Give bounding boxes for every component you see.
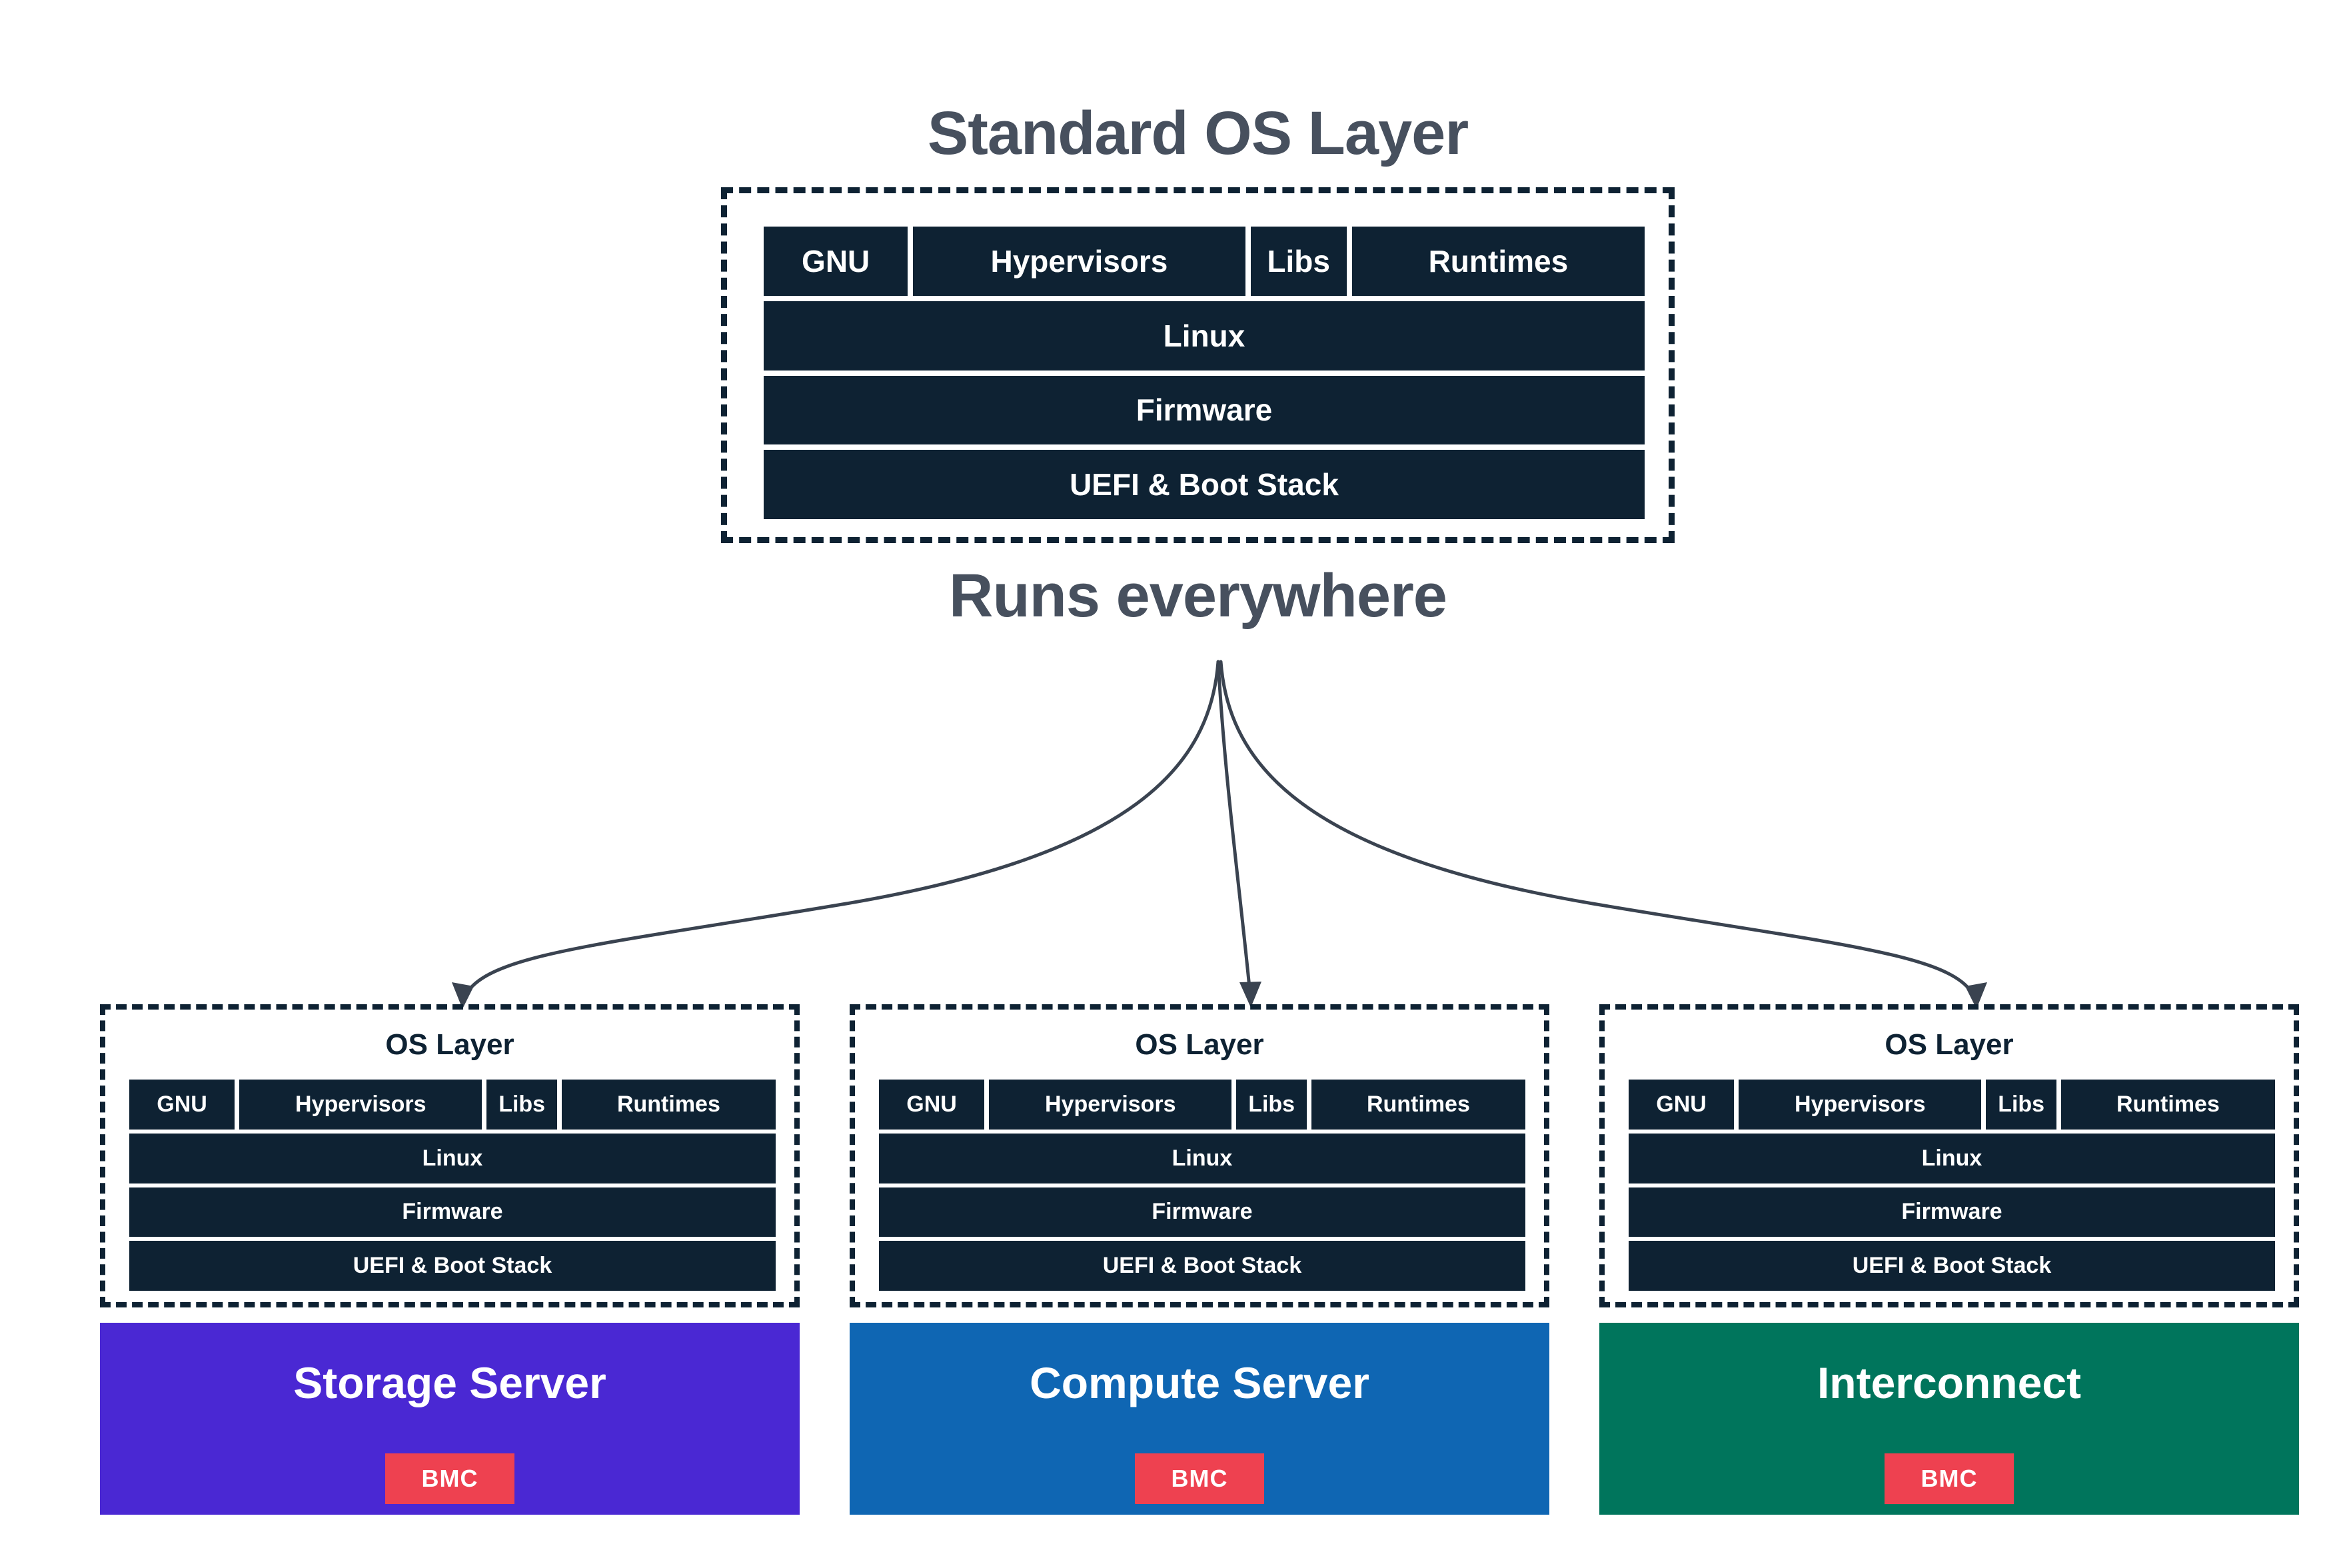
cell-gnu: GNU <box>764 227 908 296</box>
cell-hypervisors: Hypervisors <box>1739 1080 1982 1130</box>
cell-runtimes: Runtimes <box>1351 227 1645 296</box>
cell-uefi-boot-stack: UEFI & Boot Stack <box>879 1241 1525 1291</box>
cell-libs: Libs <box>486 1080 557 1130</box>
interconnect-box: Interconnect BMC <box>1599 1323 2299 1515</box>
cell-runtimes: Runtimes <box>561 1080 776 1130</box>
os-layer-heading: OS Layer <box>1885 1028 2014 1061</box>
cell-runtimes: Runtimes <box>2060 1080 2275 1130</box>
cell-firmware: Firmware <box>879 1187 1525 1237</box>
cell-linux: Linux <box>1629 1133 2275 1183</box>
os-layer-box-storage: OS Layer GNU Hypervisors Libs Runtimes L… <box>100 1004 800 1307</box>
cell-libs: Libs <box>1236 1080 1307 1130</box>
os-layer-box-interconnect: OS Layer GNU Hypervisors Libs Runtimes L… <box>1599 1004 2299 1307</box>
bmc-badge: BMC <box>1135 1453 1264 1504</box>
server-title: Compute Server <box>1030 1358 1369 1407</box>
cell-gnu: GNU <box>1629 1080 1735 1130</box>
cell-libs: Libs <box>1986 1080 2056 1130</box>
cell-linux: Linux <box>764 301 1645 371</box>
bmc-badge: BMC <box>385 1453 514 1504</box>
cell-hypervisors: Hypervisors <box>989 1080 1232 1130</box>
cell-uefi-boot-stack: UEFI & Boot Stack <box>764 450 1645 519</box>
cell-firmware: Firmware <box>764 375 1645 445</box>
cell-firmware: Firmware <box>129 1187 776 1237</box>
compute-server-box: Compute Server BMC <box>850 1323 1549 1515</box>
standard-os-layer-box: GNU Hypervisors Libs Runtimes Linux Firm… <box>721 187 1675 543</box>
cell-gnu: GNU <box>129 1080 235 1130</box>
server-title: Interconnect <box>1817 1358 2082 1407</box>
server-title: Storage Server <box>293 1358 606 1407</box>
os-stack-userspace-row: GNU Hypervisors Libs Runtimes <box>129 1080 776 1130</box>
page-title: Standard OS Layer <box>927 99 1469 167</box>
runs-everywhere-label: Runs everywhere <box>949 562 1447 630</box>
os-stack-userspace-row: GNU Hypervisors Libs Runtimes <box>1629 1080 2275 1130</box>
os-stack: GNU Hypervisors Libs Runtimes Linux Firm… <box>764 227 1645 519</box>
cell-libs: Libs <box>1250 227 1347 296</box>
cell-runtimes: Runtimes <box>1311 1080 1525 1130</box>
os-stack: GNU Hypervisors Libs Runtimes Linux Firm… <box>129 1080 776 1291</box>
arrow-to-compute <box>1216 660 1251 990</box>
cell-linux: Linux <box>879 1133 1525 1183</box>
cell-uefi-boot-stack: UEFI & Boot Stack <box>129 1241 776 1291</box>
arrow-to-interconnect <box>1219 660 1973 994</box>
cell-gnu: GNU <box>879 1080 985 1130</box>
bmc-badge: BMC <box>1885 1453 2014 1504</box>
cell-firmware: Firmware <box>1629 1187 2275 1237</box>
os-layer-box-compute: OS Layer GNU Hypervisors Libs Runtimes L… <box>850 1004 1549 1307</box>
cell-uefi-boot-stack: UEFI & Boot Stack <box>1629 1241 2275 1291</box>
os-layer-heading: OS Layer <box>385 1028 514 1061</box>
os-stack: GNU Hypervisors Libs Runtimes Linux Firm… <box>879 1080 1525 1291</box>
arrow-to-storage <box>466 660 1220 994</box>
cell-hypervisors: Hypervisors <box>913 227 1245 296</box>
os-stack-userspace-row: GNU Hypervisors Libs Runtimes <box>764 227 1645 296</box>
cell-linux: Linux <box>129 1133 776 1183</box>
cell-hypervisors: Hypervisors <box>239 1080 482 1130</box>
storage-server-box: Storage Server BMC <box>100 1323 800 1515</box>
os-stack-userspace-row: GNU Hypervisors Libs Runtimes <box>879 1080 1525 1130</box>
os-stack: GNU Hypervisors Libs Runtimes Linux Firm… <box>1629 1080 2275 1291</box>
os-layer-heading: OS Layer <box>1135 1028 1264 1061</box>
